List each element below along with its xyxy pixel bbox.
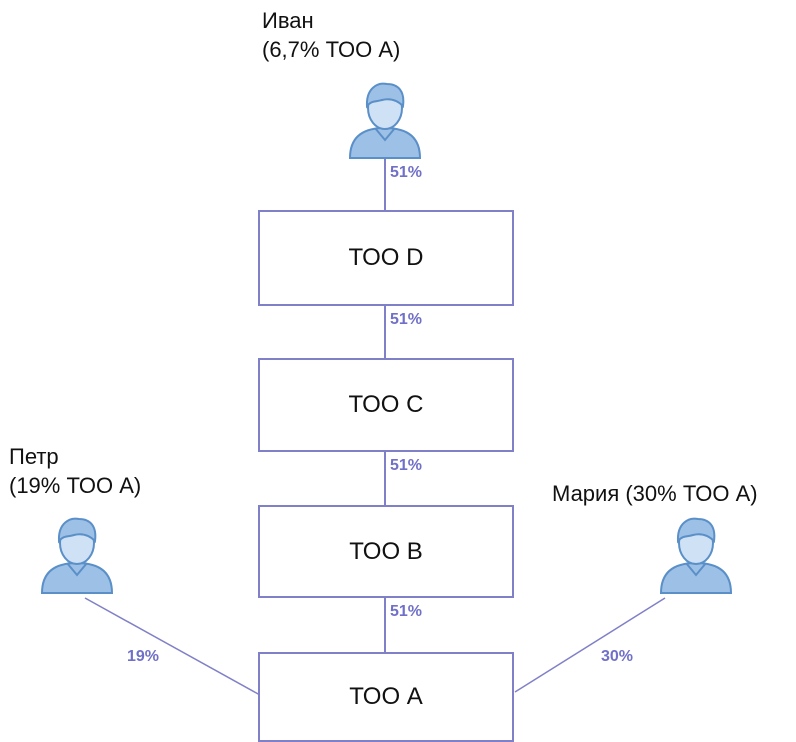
company-label: ТОО В bbox=[349, 537, 423, 565]
person-share: (19% ТОО А) bbox=[9, 473, 142, 498]
person-name: Иван bbox=[262, 8, 314, 33]
person-label-petr: Петр (19% ТОО А) bbox=[9, 442, 141, 500]
person-icon bbox=[659, 517, 733, 594]
person-name-share: Мария (30% ТОО А) bbox=[552, 481, 758, 506]
company-label: ТОО D bbox=[348, 244, 424, 271]
link-label-d-c: 51% bbox=[389, 311, 424, 329]
company-label: ТОО А bbox=[349, 683, 423, 710]
company-box-d: ТОО D bbox=[258, 210, 514, 306]
link-label-ivan-d: 51% bbox=[389, 164, 424, 182]
person-icon bbox=[348, 82, 422, 159]
connector-layer bbox=[84, 158, 666, 696]
company-box-b: ТОО В bbox=[258, 505, 514, 598]
link-petr-a bbox=[84, 597, 261, 696]
link-maria-a bbox=[514, 597, 666, 693]
ownership-diagram: ТОО D ТОО С ТОО В ТОО А 51% 51% 51% 51% … bbox=[9, 6, 758, 742]
company-label: ТОО С bbox=[348, 391, 424, 418]
company-box-a: ТОО А bbox=[258, 652, 514, 742]
link-label-petr-a: 19% bbox=[126, 648, 161, 666]
person-label-maria: Мария (30% ТОО А) bbox=[552, 479, 758, 508]
person-label-ivan: Иван (6,7% ТОО А) bbox=[262, 6, 400, 64]
person-icon bbox=[40, 517, 114, 594]
link-label-maria-a: 30% bbox=[600, 648, 635, 666]
person-share: (6,7% ТОО А) bbox=[262, 37, 401, 62]
company-box-c: ТОО С bbox=[258, 358, 514, 452]
link-label-c-b: 51% bbox=[389, 457, 424, 475]
person-name: Петр bbox=[9, 444, 59, 469]
link-label-b-a: 51% bbox=[389, 603, 424, 621]
